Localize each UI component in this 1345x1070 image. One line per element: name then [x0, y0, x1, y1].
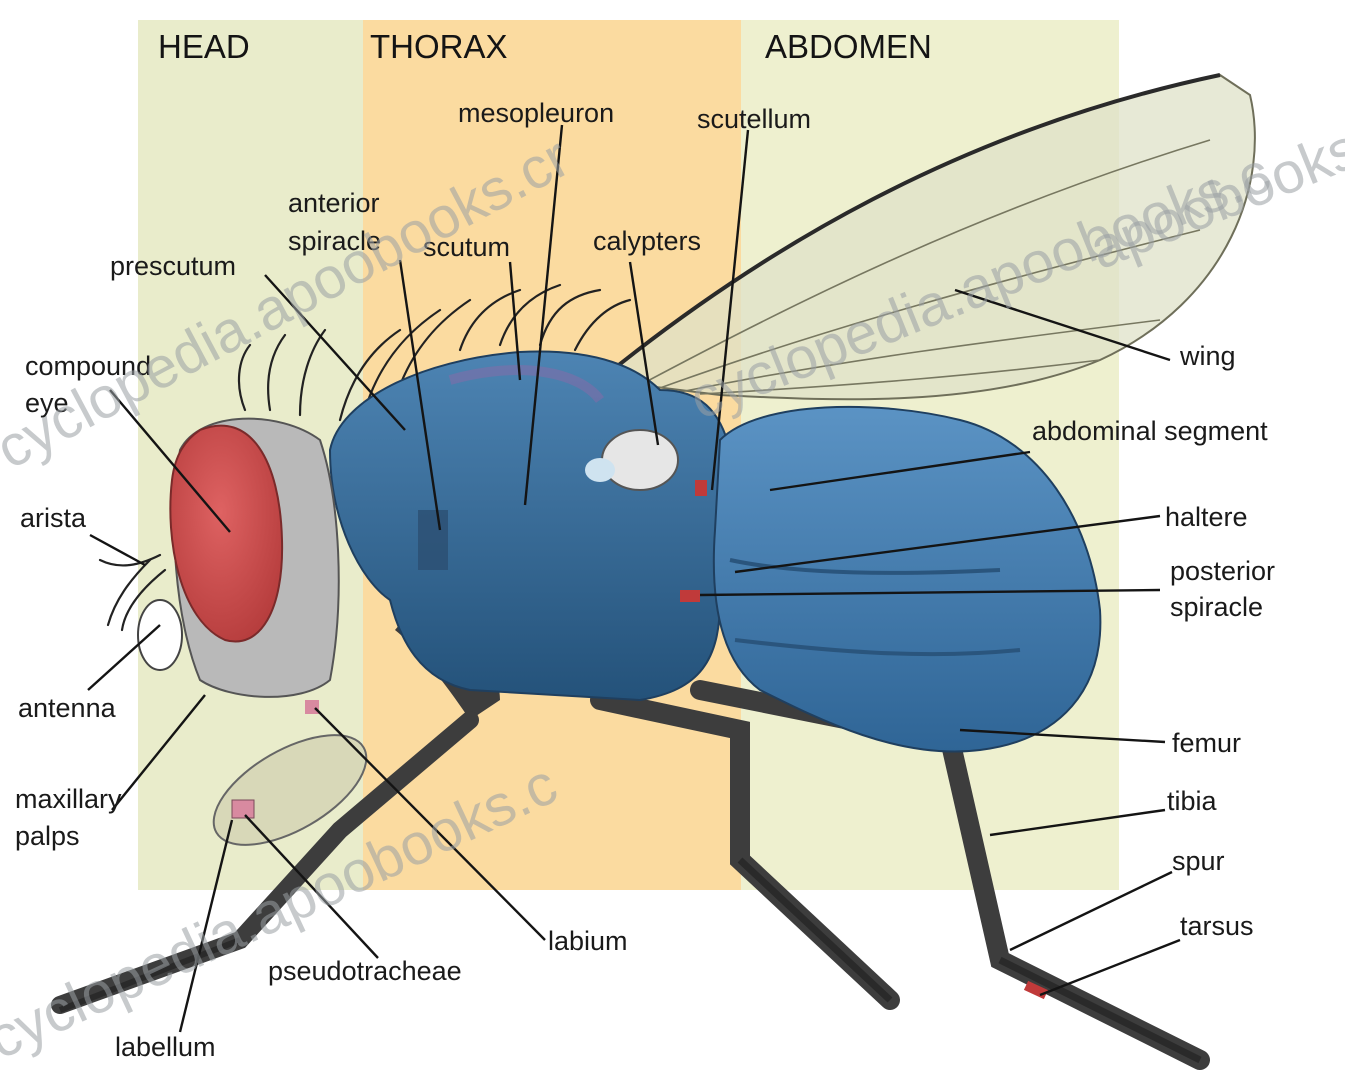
label-wing: wing	[1179, 341, 1236, 371]
label-femur: femur	[1172, 728, 1241, 758]
label-spur: spur	[1172, 846, 1225, 876]
antenna-shape	[138, 600, 182, 670]
head-title: HEAD	[158, 28, 250, 65]
label-haltere: haltere	[1165, 502, 1248, 532]
label-prescutum: prescutum	[110, 251, 236, 281]
label-anterior-spiracle-1: anterior	[288, 188, 380, 218]
label-labellum: labellum	[115, 1032, 216, 1062]
label-labium: labium	[548, 926, 628, 956]
label-scutellum: scutellum	[697, 104, 811, 134]
label-arista: arista	[20, 503, 87, 533]
label-maxillary-palps-2: palps	[15, 821, 80, 851]
label-maxillary-palps-1: maxillary	[15, 784, 122, 814]
label-calypters: calypters	[593, 226, 701, 256]
label-mesopleuron: mesopleuron	[458, 98, 614, 128]
label-tibia: tibia	[1167, 786, 1218, 816]
leader-arista	[90, 535, 145, 565]
label-abdominal-segment: abdominal segment	[1032, 416, 1268, 446]
label-tarsus: tarsus	[1180, 911, 1254, 941]
leader-tarsus	[1040, 940, 1180, 995]
label-pseudotracheae: pseudotracheae	[268, 956, 462, 986]
label-antenna: antenna	[18, 693, 117, 723]
abdomen-title: ABDOMEN	[765, 28, 932, 65]
label-posterior-spiracle-1: posterior	[1170, 556, 1275, 586]
label-posterior-spiracle-2: spiracle	[1170, 592, 1263, 622]
thorax-title: THORAX	[370, 28, 508, 65]
